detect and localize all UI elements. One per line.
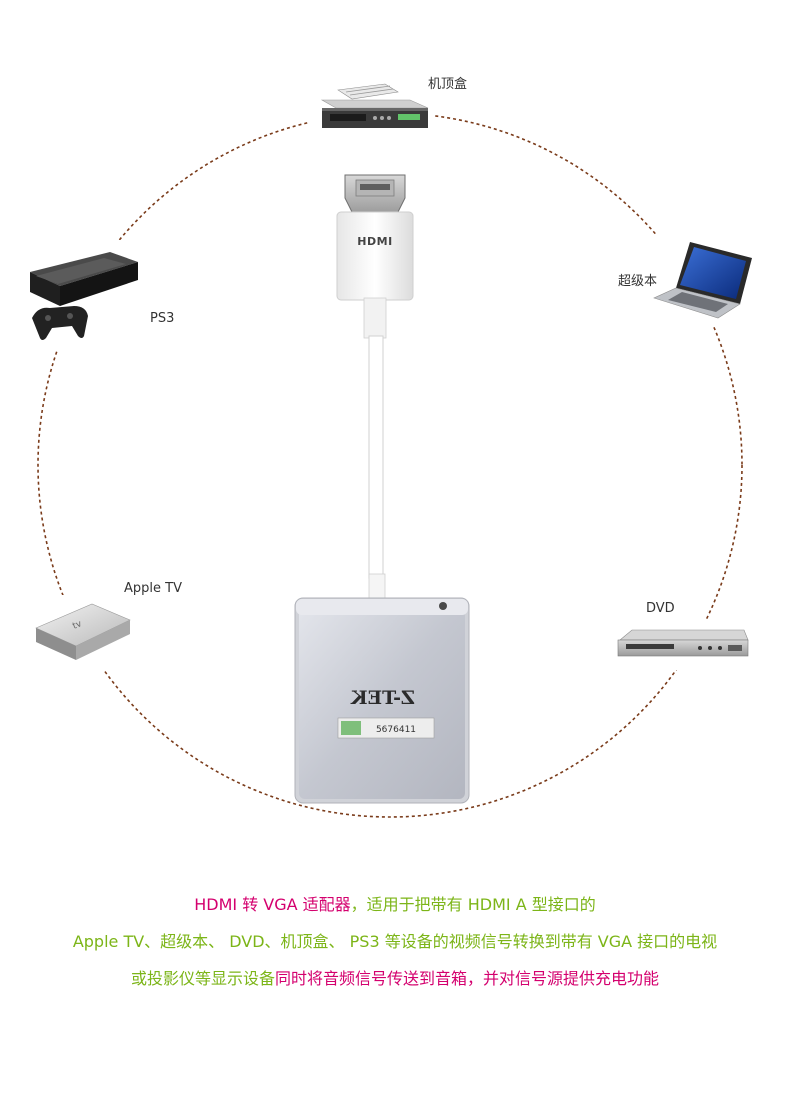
label-apple-tv: Apple TV bbox=[124, 581, 182, 596]
product-description: HDMI 转 VGA 适配器，适用于把带有 HDMI A 型接口的 Apple … bbox=[0, 886, 790, 997]
caption-line-3: 或投影仪等显示设备同时将音频信号传送到音箱，并对信号源提供充电功能 bbox=[0, 960, 790, 997]
label-set-top-box: 机顶盒 bbox=[428, 77, 468, 92]
game-console-icon bbox=[30, 252, 138, 340]
hdmi-cable bbox=[368, 335, 384, 579]
serial-sticker bbox=[337, 717, 435, 739]
caption-line-3-rest: 同时将音频信号传送到音箱，并对信号源提供充电功能 bbox=[275, 969, 660, 988]
label-ps3: PS3 bbox=[150, 311, 175, 326]
audio-jack bbox=[439, 602, 447, 610]
brand-logo: Z-TEK bbox=[350, 687, 415, 709]
hdmi-plug bbox=[336, 174, 414, 339]
caption-line-1-title: HDMI 转 VGA 适配器 bbox=[194, 895, 351, 914]
label-dvd: DVD bbox=[646, 601, 675, 616]
caption-line-1: HDMI 转 VGA 适配器，适用于把带有 HDMI A 型接口的 bbox=[0, 886, 790, 923]
vga-adapter-box bbox=[294, 597, 470, 804]
caption-line-2: Apple TV、超级本、 DVD、机顶盒、 PS3 等设备的视频信号转换到带有… bbox=[72, 932, 718, 951]
label-ultrabook: 超级本 bbox=[618, 274, 658, 289]
caption-line-1-rest: ，适用于把带有 HDMI A 型接口的 bbox=[350, 895, 596, 914]
laptop-icon bbox=[653, 242, 752, 319]
apple-tv-icon: tv bbox=[35, 603, 131, 660]
set-top-box-icon bbox=[320, 83, 429, 128]
caption-line-3-start: 或投影仪等显示设备 bbox=[130, 969, 275, 988]
hdmi-plug-marking: HDMI bbox=[357, 235, 392, 248]
serial-number: 5676411 bbox=[376, 725, 416, 735]
dvd-player-icon bbox=[617, 629, 749, 657]
